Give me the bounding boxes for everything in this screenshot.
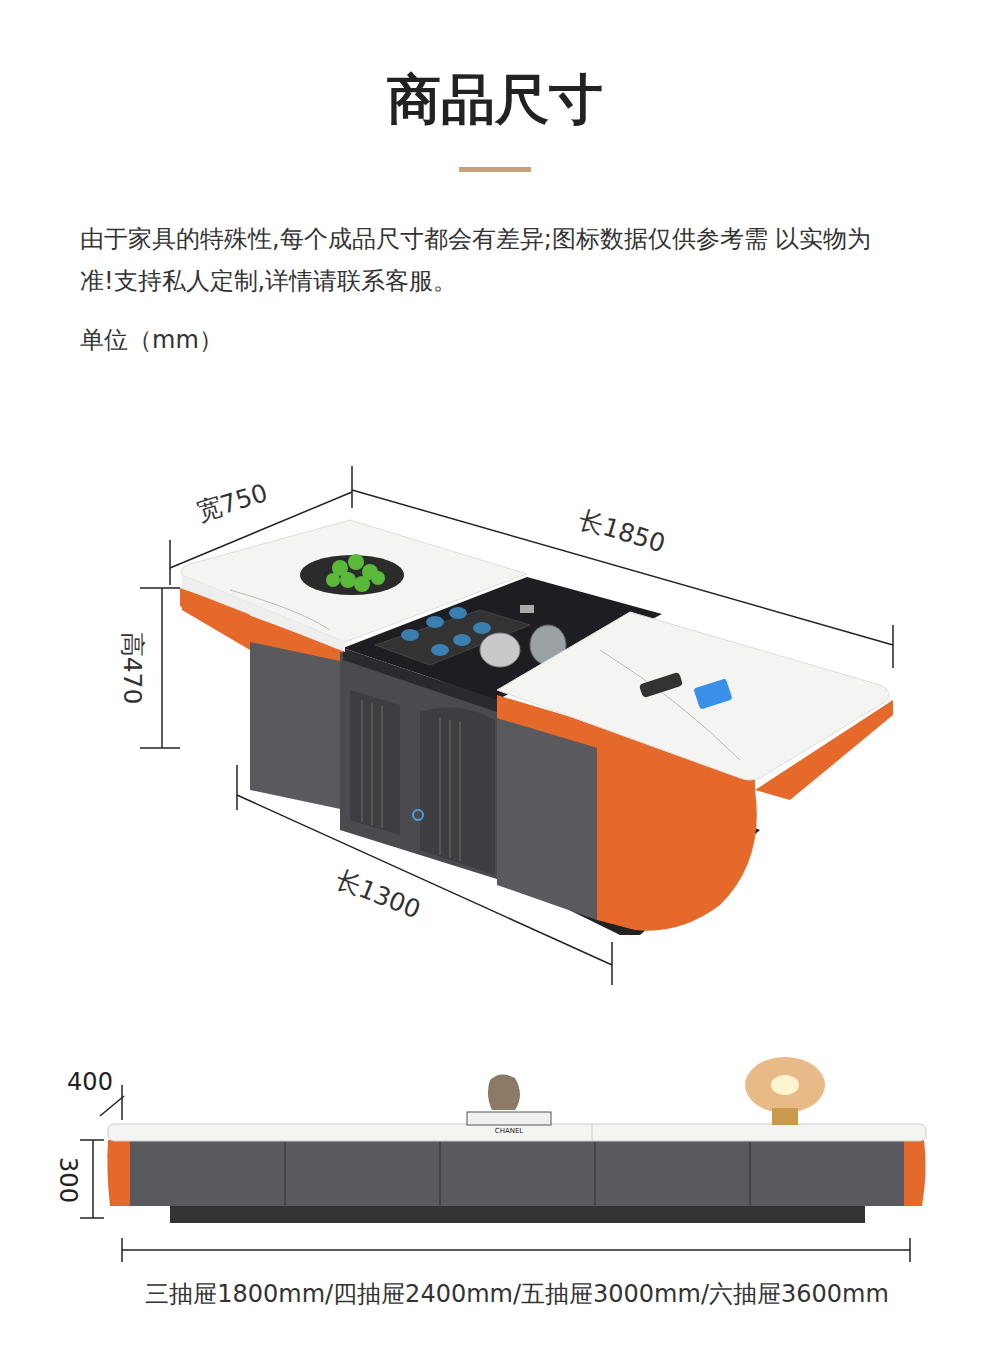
note-text: 由于家具的特殊性,每个成品尺寸都会有差异;图标数据仅供参考需 以实物为准!支持私… bbox=[80, 218, 880, 302]
art-rect bbox=[639, 672, 683, 698]
art-line bbox=[236, 765, 238, 810]
art-line bbox=[121, 1085, 123, 1120]
art-ellipse bbox=[453, 634, 471, 646]
art-line bbox=[371, 703, 373, 825]
art-g bbox=[326, 554, 385, 592]
art-line bbox=[361, 700, 363, 822]
art-ellipse bbox=[431, 644, 449, 656]
art-rect bbox=[170, 1205, 865, 1223]
art-line bbox=[459, 722, 461, 861]
title-underline bbox=[459, 167, 531, 172]
art-line bbox=[594, 1142, 596, 1205]
art-ellipse bbox=[401, 629, 419, 641]
height-dimension: 高470 bbox=[117, 632, 147, 705]
unit-text: 单位（mm） bbox=[80, 326, 223, 355]
length-dimension: 长1850 bbox=[575, 505, 669, 560]
art-line bbox=[140, 587, 180, 589]
art-line bbox=[892, 625, 894, 668]
art-circle bbox=[340, 572, 356, 588]
art-ellipse bbox=[771, 1075, 799, 1095]
art-ellipse bbox=[300, 555, 404, 595]
art-line bbox=[351, 466, 353, 508]
art-line bbox=[439, 1142, 441, 1205]
art-rect bbox=[772, 1108, 798, 1125]
art-line bbox=[439, 718, 441, 855]
art-path bbox=[230, 590, 330, 630]
coffee-table bbox=[180, 520, 893, 935]
art-line bbox=[80, 1139, 104, 1141]
art-path bbox=[488, 1074, 520, 1110]
art-circle bbox=[371, 571, 385, 585]
art-g bbox=[362, 700, 460, 861]
art-line bbox=[121, 1238, 123, 1262]
art-circle bbox=[326, 573, 340, 587]
art-polygon bbox=[250, 640, 345, 810]
dimension-lines bbox=[80, 466, 910, 1262]
art-line bbox=[749, 1142, 751, 1205]
art-line bbox=[592, 1124, 593, 1141]
stand-height-dimension: 300 bbox=[54, 1157, 83, 1203]
art-line bbox=[122, 1249, 910, 1251]
tv-stand bbox=[107, 1057, 926, 1223]
art-line bbox=[80, 1217, 104, 1219]
art-line bbox=[284, 1142, 286, 1205]
art-g bbox=[285, 1142, 750, 1205]
stand-length-options: 三抽屉1800mm/四抽屉2400mm/五抽屉3000mm/六抽屉3600mm bbox=[145, 1280, 889, 1309]
art-circle bbox=[348, 554, 364, 570]
art-line bbox=[449, 720, 451, 858]
art-rect bbox=[520, 605, 534, 613]
page-title: 商品尺寸 bbox=[387, 68, 603, 133]
art-line bbox=[381, 706, 383, 828]
art-path bbox=[420, 708, 495, 876]
depth-dimension: 400 bbox=[67, 1068, 113, 1097]
art-line bbox=[140, 747, 180, 749]
art-path bbox=[497, 612, 889, 780]
art-ellipse bbox=[745, 1057, 825, 1113]
art-line bbox=[237, 795, 612, 965]
art-path bbox=[107, 1140, 130, 1206]
art-rect bbox=[108, 1124, 926, 1141]
art-rect bbox=[128, 1140, 906, 1206]
art-ellipse bbox=[449, 607, 467, 619]
art-line bbox=[169, 540, 171, 585]
art-line bbox=[611, 942, 613, 985]
art-line bbox=[92, 1140, 94, 1218]
art-path bbox=[181, 520, 527, 642]
art-rect bbox=[693, 678, 732, 709]
art-line bbox=[100, 1096, 124, 1116]
art-circle bbox=[413, 810, 423, 820]
art-rect bbox=[467, 1112, 551, 1125]
art-line bbox=[352, 490, 893, 645]
art-path bbox=[904, 1140, 926, 1206]
width-dimension: 宽750 bbox=[193, 478, 271, 528]
art-ellipse bbox=[480, 633, 520, 667]
art-path bbox=[600, 650, 740, 760]
art-line bbox=[909, 1238, 911, 1262]
art-circle bbox=[354, 576, 370, 592]
art-ellipse bbox=[426, 616, 444, 628]
art-line bbox=[161, 588, 163, 748]
art-ellipse bbox=[473, 622, 491, 634]
book-text: CHANEL bbox=[495, 1127, 524, 1135]
art-path bbox=[350, 690, 400, 835]
